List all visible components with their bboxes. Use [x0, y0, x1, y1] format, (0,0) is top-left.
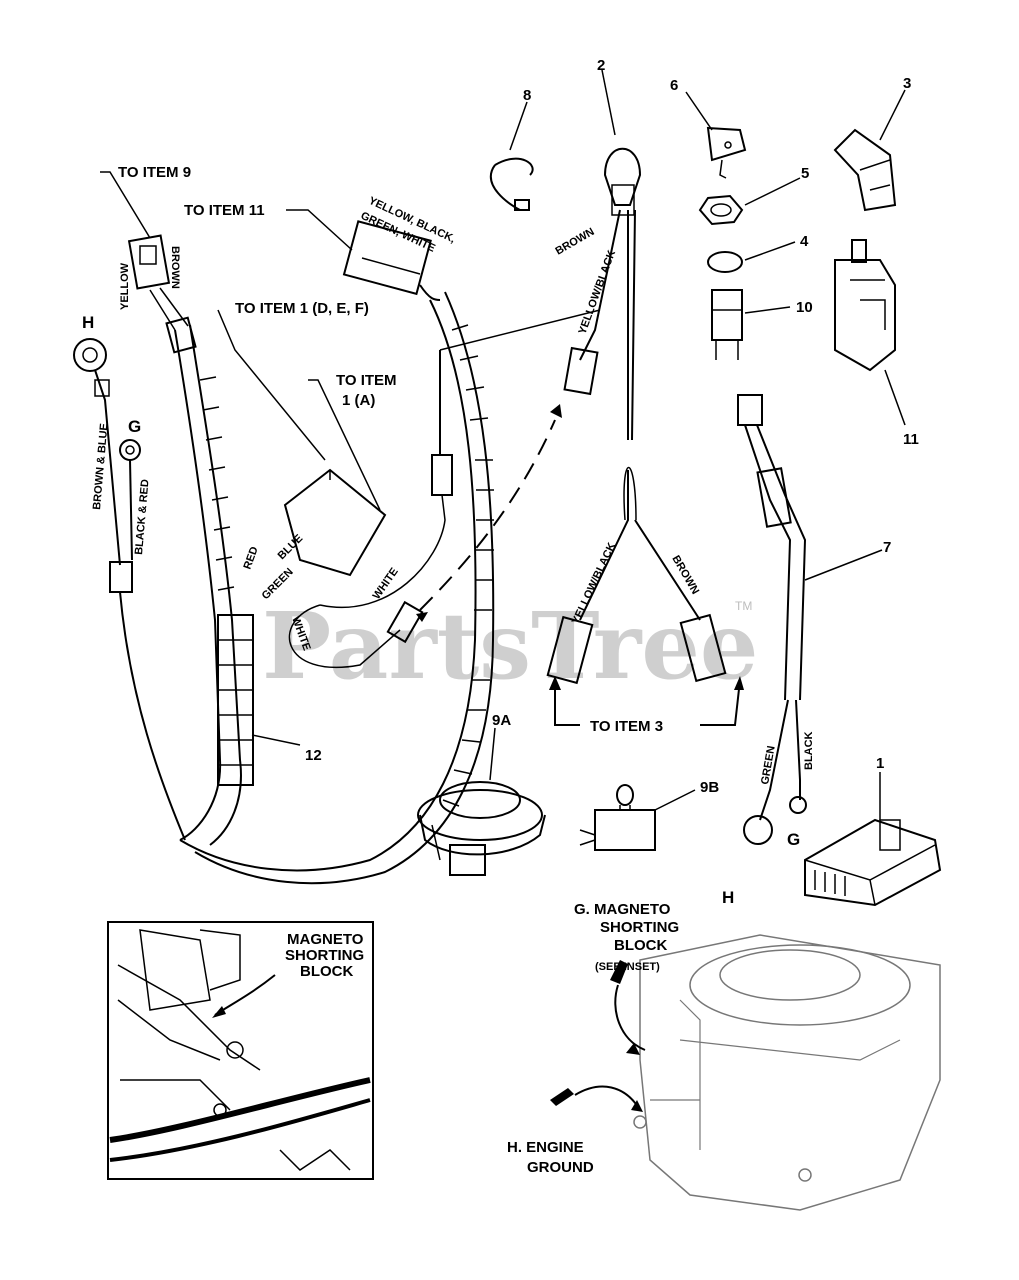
wire-label-black-red: BLACK & RED	[133, 479, 152, 556]
wire-label-blue: BLUE	[276, 532, 306, 562]
label-to-item-1a-line2: 1 (A)	[342, 392, 375, 409]
white-wire-terminal	[386, 600, 424, 644]
left-wire-bundle	[119, 591, 186, 841]
item-7-wire-lead	[737, 394, 807, 845]
label-g-magneto-1: G. MAGNETO	[574, 901, 671, 918]
wire-sleeve-left	[109, 561, 133, 593]
ring-terminal-g-left	[119, 439, 141, 561]
item-3-bracket	[833, 128, 897, 212]
white-wire-loop	[288, 604, 401, 668]
label-to-item-1a-line1: TO ITEM	[336, 372, 397, 389]
item-number-11: 11	[903, 431, 919, 448]
ring-terminal-h-left	[73, 338, 121, 566]
label-inset-magneto-2: SHORTING	[285, 947, 364, 964]
item-number-7: 7	[883, 539, 891, 556]
item-2-ground-wire	[563, 147, 701, 621]
label-g-magneto-2: SHORTING	[600, 919, 679, 936]
arrowhead-down	[416, 612, 428, 622]
h-ground-arrowhead	[631, 1100, 643, 1112]
label-to-item-1-def: TO ITEM 1 (D, E, F)	[235, 300, 369, 317]
item-5-nut	[698, 194, 744, 226]
item-1-connector-housing	[804, 818, 942, 907]
callout-leaders	[100, 69, 906, 820]
h-ground-arrow	[574, 1085, 641, 1111]
arrowhead-up	[550, 404, 562, 418]
item-number-5: 5	[801, 165, 809, 182]
wire-label-red: RED	[242, 545, 261, 571]
terminal-yellow-black	[546, 615, 594, 685]
label-inset-magneto-3: BLOCK	[300, 963, 353, 980]
wire-label-black-7: BLACK	[803, 731, 815, 770]
label-g-magneto-4: (SEE INSET)	[595, 961, 660, 973]
g-magneto-arrow	[614, 984, 646, 1051]
item-number-10: 10	[796, 299, 813, 316]
item-9b-plunger-switch	[579, 784, 656, 851]
g-magneto-plug-icon	[610, 960, 628, 984]
h-ground-plug-icon	[550, 1088, 574, 1106]
terminal-letter-g-left: G	[128, 417, 141, 436]
item-number-8: 8	[523, 87, 531, 104]
item-number-6: 6	[670, 77, 678, 94]
label-to-item-11: TO ITEM 11	[184, 202, 265, 219]
item-6-key	[706, 126, 747, 179]
connector-to-item-11	[342, 220, 441, 301]
item-number-9a: 9A	[492, 712, 511, 729]
item-number-12: 12	[305, 747, 322, 764]
watermark-tm: TM	[735, 599, 752, 613]
wire-label-yellow: YELLOW	[119, 262, 131, 310]
harness-plug-item-1	[283, 468, 387, 577]
dashed-route-arrow	[419, 419, 556, 611]
item-4-washer	[707, 251, 743, 273]
item-number-2: 2	[597, 57, 605, 74]
wire-label-brown-2: BROWN	[554, 226, 597, 258]
label-g-magneto-3: BLOCK	[614, 937, 667, 954]
wire-label-brown-3: BROWN	[669, 554, 701, 597]
g-magneto-arrowhead	[626, 1043, 640, 1055]
to-item-3-bracket	[554, 679, 741, 726]
item-10-ignition-switch	[711, 289, 743, 360]
main-wiring-harness	[174, 291, 495, 885]
item-number-4: 4	[800, 233, 809, 250]
item-number-9b: 9B	[700, 779, 719, 796]
brown-wire-connector	[319, 309, 601, 608]
label-h-engine-1: H. ENGINE	[507, 1139, 584, 1156]
label-inset-magneto-1: MAGNETO	[287, 931, 364, 948]
label-to-item-3: TO ITEM 3	[590, 718, 663, 735]
wire-label-brown-blue: BROWN & BLUE	[91, 423, 111, 510]
engine-illustration	[633, 934, 941, 1211]
terminal-letter-h-right: H	[722, 888, 734, 907]
label-to-item-9: TO ITEM 9	[118, 164, 191, 181]
watermark: PartsTree	[262, 592, 758, 700]
wire-label-brown-top: BROWN	[169, 246, 181, 289]
terminal-letter-g-right: G	[787, 830, 800, 849]
item-number-3: 3	[903, 75, 911, 92]
terminal-letter-h-left: H	[82, 313, 94, 332]
item-11-relay	[834, 239, 896, 372]
label-h-engine-2: GROUND	[527, 1159, 594, 1176]
item-number-1: 1	[876, 755, 884, 772]
item-8-cable-tie	[489, 157, 534, 211]
cable-tie-head	[514, 199, 530, 211]
magneto-inset-illustration	[107, 921, 374, 1180]
terminal-brown	[679, 613, 727, 683]
item-9a-seat-switch	[417, 781, 546, 876]
connector-to-item-9	[127, 234, 197, 354]
